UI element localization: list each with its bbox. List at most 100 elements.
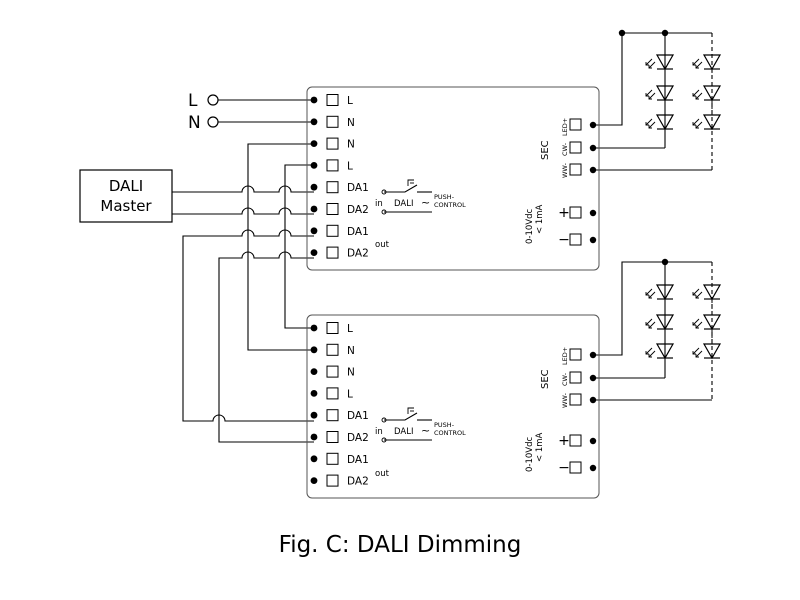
terminal-dot xyxy=(310,205,318,213)
led-icon xyxy=(645,284,674,300)
driver-2-cw-label: CW- xyxy=(561,372,569,386)
led-icon xyxy=(692,54,721,70)
driver-2-ww-label: WW- xyxy=(561,392,569,408)
terminal-label: N xyxy=(347,345,355,357)
driver-2-led-plus-label: LED+ xyxy=(561,347,569,365)
driver-1-cw-label: CW- xyxy=(561,142,569,156)
terminal-square xyxy=(326,343,339,356)
figure-caption: Fig. C: DALI Dimming xyxy=(278,532,522,558)
terminal-label: DA2 xyxy=(347,476,369,488)
mains-n-terminal-icon xyxy=(207,116,219,128)
terminal-label: N xyxy=(347,139,355,151)
terminal-square xyxy=(326,431,339,443)
terminal-square xyxy=(326,203,339,215)
driver-2-tilde: ~ xyxy=(421,424,430,437)
terminal-dot xyxy=(310,96,318,104)
driver-1-push-label-2: CONTROL xyxy=(434,201,466,209)
mains-input: L N xyxy=(188,91,219,133)
driver-1-plus-label: + xyxy=(558,205,570,221)
terminal-dot xyxy=(310,140,318,148)
driver-1-sec-terminals xyxy=(569,118,582,246)
led-dash-segments xyxy=(664,70,713,344)
terminal-label: L xyxy=(347,323,353,335)
driver-1-vdc-label-1: 0-10Vdc xyxy=(525,208,535,244)
driver-1-out-label: out xyxy=(375,240,390,250)
led-icon xyxy=(692,114,721,130)
terminal-square xyxy=(326,387,339,400)
terminal-label: N xyxy=(347,367,355,379)
driver-1-ww-label: WW- xyxy=(561,162,569,178)
terminal-label: DA2 xyxy=(347,204,369,216)
driver-1-push-label-1: PUSH- xyxy=(434,193,455,201)
terminal-square xyxy=(326,137,339,150)
led-icon xyxy=(645,114,674,130)
terminal-label: L xyxy=(347,160,353,172)
terminal-dot xyxy=(310,162,318,169)
terminal-dot xyxy=(310,477,318,484)
dali-master: DALI Master xyxy=(79,169,173,223)
led-icon xyxy=(645,343,674,359)
terminal-dot xyxy=(310,346,318,354)
driver-1-dali-label: DALI xyxy=(394,199,413,209)
driver-2-push-label-1: PUSH- xyxy=(434,421,455,429)
terminal-label: L xyxy=(347,95,353,107)
terminal-square xyxy=(326,322,339,334)
led-icon xyxy=(645,85,674,101)
driver-1-minus-label: − xyxy=(558,232,570,248)
terminal-dot xyxy=(310,411,318,419)
mains-l-label: L xyxy=(188,91,198,111)
terminal-label: DA2 xyxy=(347,248,369,260)
driver-2-minus-label: − xyxy=(558,460,570,476)
terminal-dot xyxy=(310,227,318,235)
terminal-square xyxy=(326,409,339,422)
terminal-dot xyxy=(310,390,318,397)
driver-2-sec-label: SEC xyxy=(540,369,551,389)
terminal-dot xyxy=(310,324,318,332)
driver-1-in-label: in xyxy=(375,199,383,209)
terminal-square xyxy=(326,246,339,259)
terminal-label: DA1 xyxy=(347,410,369,422)
terminal-square xyxy=(326,159,339,172)
terminal-square xyxy=(326,365,339,378)
terminal-dot xyxy=(310,118,318,126)
mains-l-terminal-icon xyxy=(207,94,219,106)
terminal-dot xyxy=(310,455,318,463)
terminal-square xyxy=(326,94,339,106)
driver-1-sec-label: SEC xyxy=(540,140,551,160)
terminal-dot xyxy=(310,183,318,191)
driver-2-sec-terminals xyxy=(569,348,582,474)
driver-1-vdc-label-2: < 1mA xyxy=(535,204,545,234)
driver-2-push-label-2: CONTROL xyxy=(434,429,466,437)
led-icon xyxy=(692,85,721,101)
wiring xyxy=(172,32,713,443)
terminal-label: L xyxy=(347,388,353,400)
terminal-square xyxy=(326,224,339,237)
terminal-label: DA1 xyxy=(347,454,369,466)
driver-2-push-icon xyxy=(381,407,414,443)
terminal-dot xyxy=(310,249,318,256)
led-icon xyxy=(645,54,674,70)
dali-master-line1: DALI xyxy=(109,177,143,195)
dali-master-line2: Master xyxy=(100,197,152,215)
driver-2-dali-label: DALI xyxy=(394,427,413,437)
driver-2-plus-label: + xyxy=(558,433,570,449)
terminal-label: DA1 xyxy=(347,182,369,194)
driver-1-tilde: ~ xyxy=(421,196,430,209)
driver-2-in-label: in xyxy=(375,427,383,437)
driver-2-vdc-label-2: < 1mA xyxy=(535,432,545,462)
terminal-label: DA2 xyxy=(347,432,369,444)
led-icon xyxy=(692,343,721,359)
driver-1-led-plus-label: LED+ xyxy=(561,118,569,136)
mains-n-label: N xyxy=(188,113,201,133)
led-array-bottom xyxy=(645,284,721,359)
junction-dots xyxy=(618,29,669,266)
terminal-square xyxy=(326,181,339,194)
terminal-square xyxy=(326,452,339,465)
driver-2-vdc-label-1: 0-10Vdc xyxy=(525,436,535,472)
driver-1-push-icon xyxy=(381,179,414,215)
